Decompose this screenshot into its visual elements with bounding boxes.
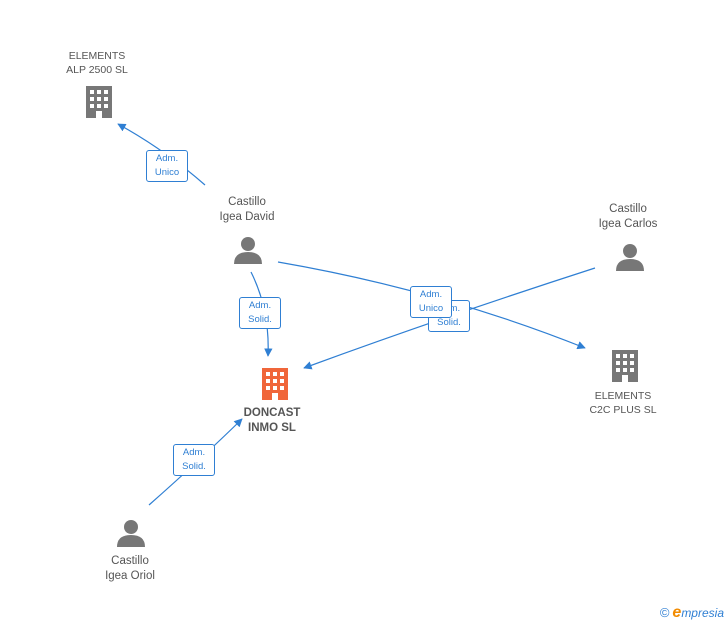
building-icon[interactable] <box>86 86 112 118</box>
empresia-logo[interactable]: ©empresia <box>660 604 724 622</box>
person-icon[interactable] <box>616 244 644 271</box>
building-icon[interactable] <box>262 368 288 400</box>
person-icon[interactable] <box>117 520 145 547</box>
copyright-symbol: © <box>659 605 670 620</box>
building-icon[interactable] <box>612 350 638 382</box>
node-label-elements-c2c: ELEMENTS C2C PLUS SL <box>589 390 657 416</box>
node-label-doncast-inmo: DONCAST INMO SL <box>243 407 301 434</box>
brand-e: e <box>672 604 682 621</box>
edge-label-adm-unico: Adm. Unico <box>410 286 452 318</box>
person-icon[interactable] <box>234 237 262 264</box>
edge-label-adm-solid: Adm. Solid. <box>173 444 215 476</box>
brand-name: mpresia <box>681 606 724 620</box>
node-label-elements-alp: ELEMENTS ALP 2500 SL <box>66 50 128 76</box>
node-label-castillo-igea-oriol: Castillo Igea Oriol <box>105 555 155 582</box>
node-label-castillo-igea-david: Castillo Igea David <box>219 196 275 223</box>
edge-label-adm-unico: Adm. Unico <box>146 150 188 182</box>
edge-label-adm-solid: Adm. Solid. <box>239 297 281 329</box>
node-label-castillo-igea-carlos: Castillo Igea Carlos <box>598 203 658 230</box>
